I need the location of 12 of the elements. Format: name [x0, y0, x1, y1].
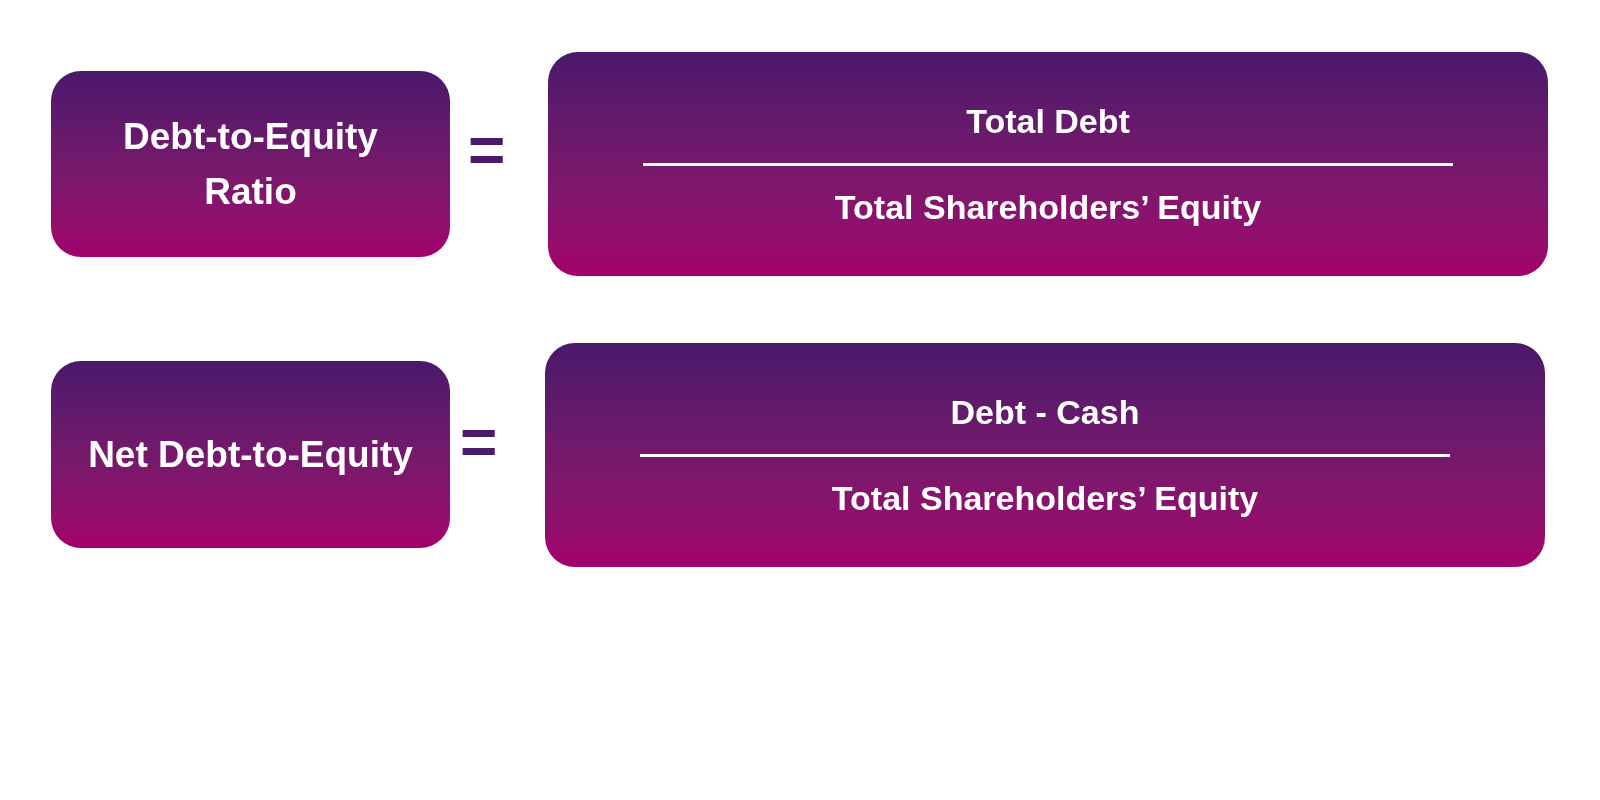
- equals-sign: =: [460, 410, 498, 474]
- formula-box: [545, 343, 1545, 567]
- denominator: Total Shareholders’ Equity: [834, 186, 1262, 228]
- formula-box: [548, 52, 1548, 276]
- ratio-name: Debt-to-Equity Ratio: [122, 114, 379, 214]
- equals-sign: =: [468, 118, 506, 182]
- numerator: Debt - Cash: [950, 392, 1140, 433]
- denominator: Total Shareholders’ Equity: [831, 477, 1259, 519]
- ratio-name: Net Debt-to-Equity: [87, 432, 414, 477]
- formula-box: [51, 361, 450, 548]
- formula-box: [51, 71, 450, 257]
- numerator: Total Debt: [966, 101, 1130, 142]
